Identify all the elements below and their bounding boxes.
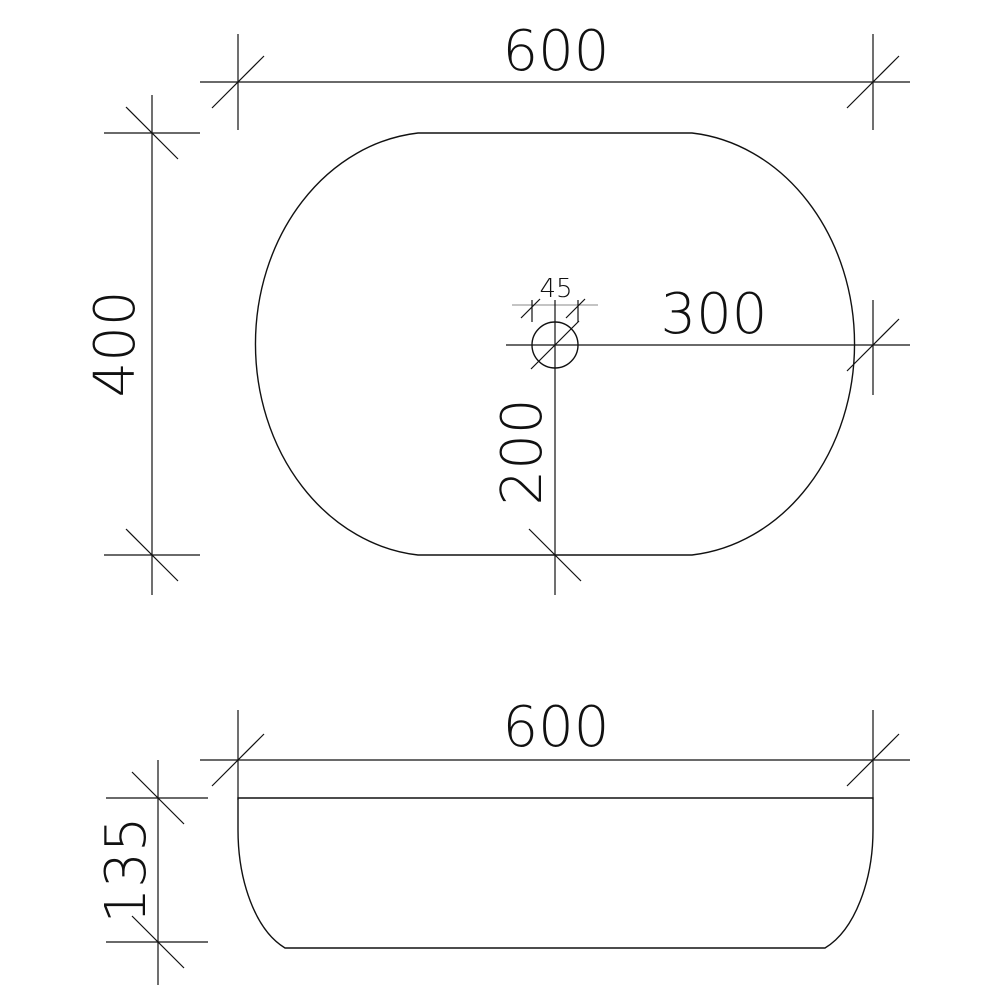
height-label-top: 400 — [83, 291, 148, 398]
drain-offset-x-label: 300 — [661, 282, 768, 347]
height-label-side: 135 — [94, 817, 159, 924]
drain-offset-y-label: 200 — [490, 399, 555, 506]
basin-outline-top — [254, 132, 856, 556]
side-view: 600 135 — [94, 695, 910, 985]
height-dimension-top: 400 — [83, 95, 200, 595]
width-dimension-side: 600 — [200, 695, 910, 800]
drain-offset-y-dimension: 200 — [490, 399, 582, 582]
width-label-side: 600 — [503, 695, 610, 760]
drain-hole: 45 — [506, 274, 910, 595]
height-dimension-side: 135 — [94, 760, 208, 985]
width-label-top: 600 — [503, 19, 610, 84]
top-view: 600 400 45 300 — [83, 19, 910, 595]
basin-outline-side — [237, 797, 874, 949]
drain-diameter-label: 45 — [539, 274, 572, 304]
width-dimension-top: 600 — [200, 19, 910, 130]
drain-offset-x-dimension: 300 — [661, 282, 900, 395]
